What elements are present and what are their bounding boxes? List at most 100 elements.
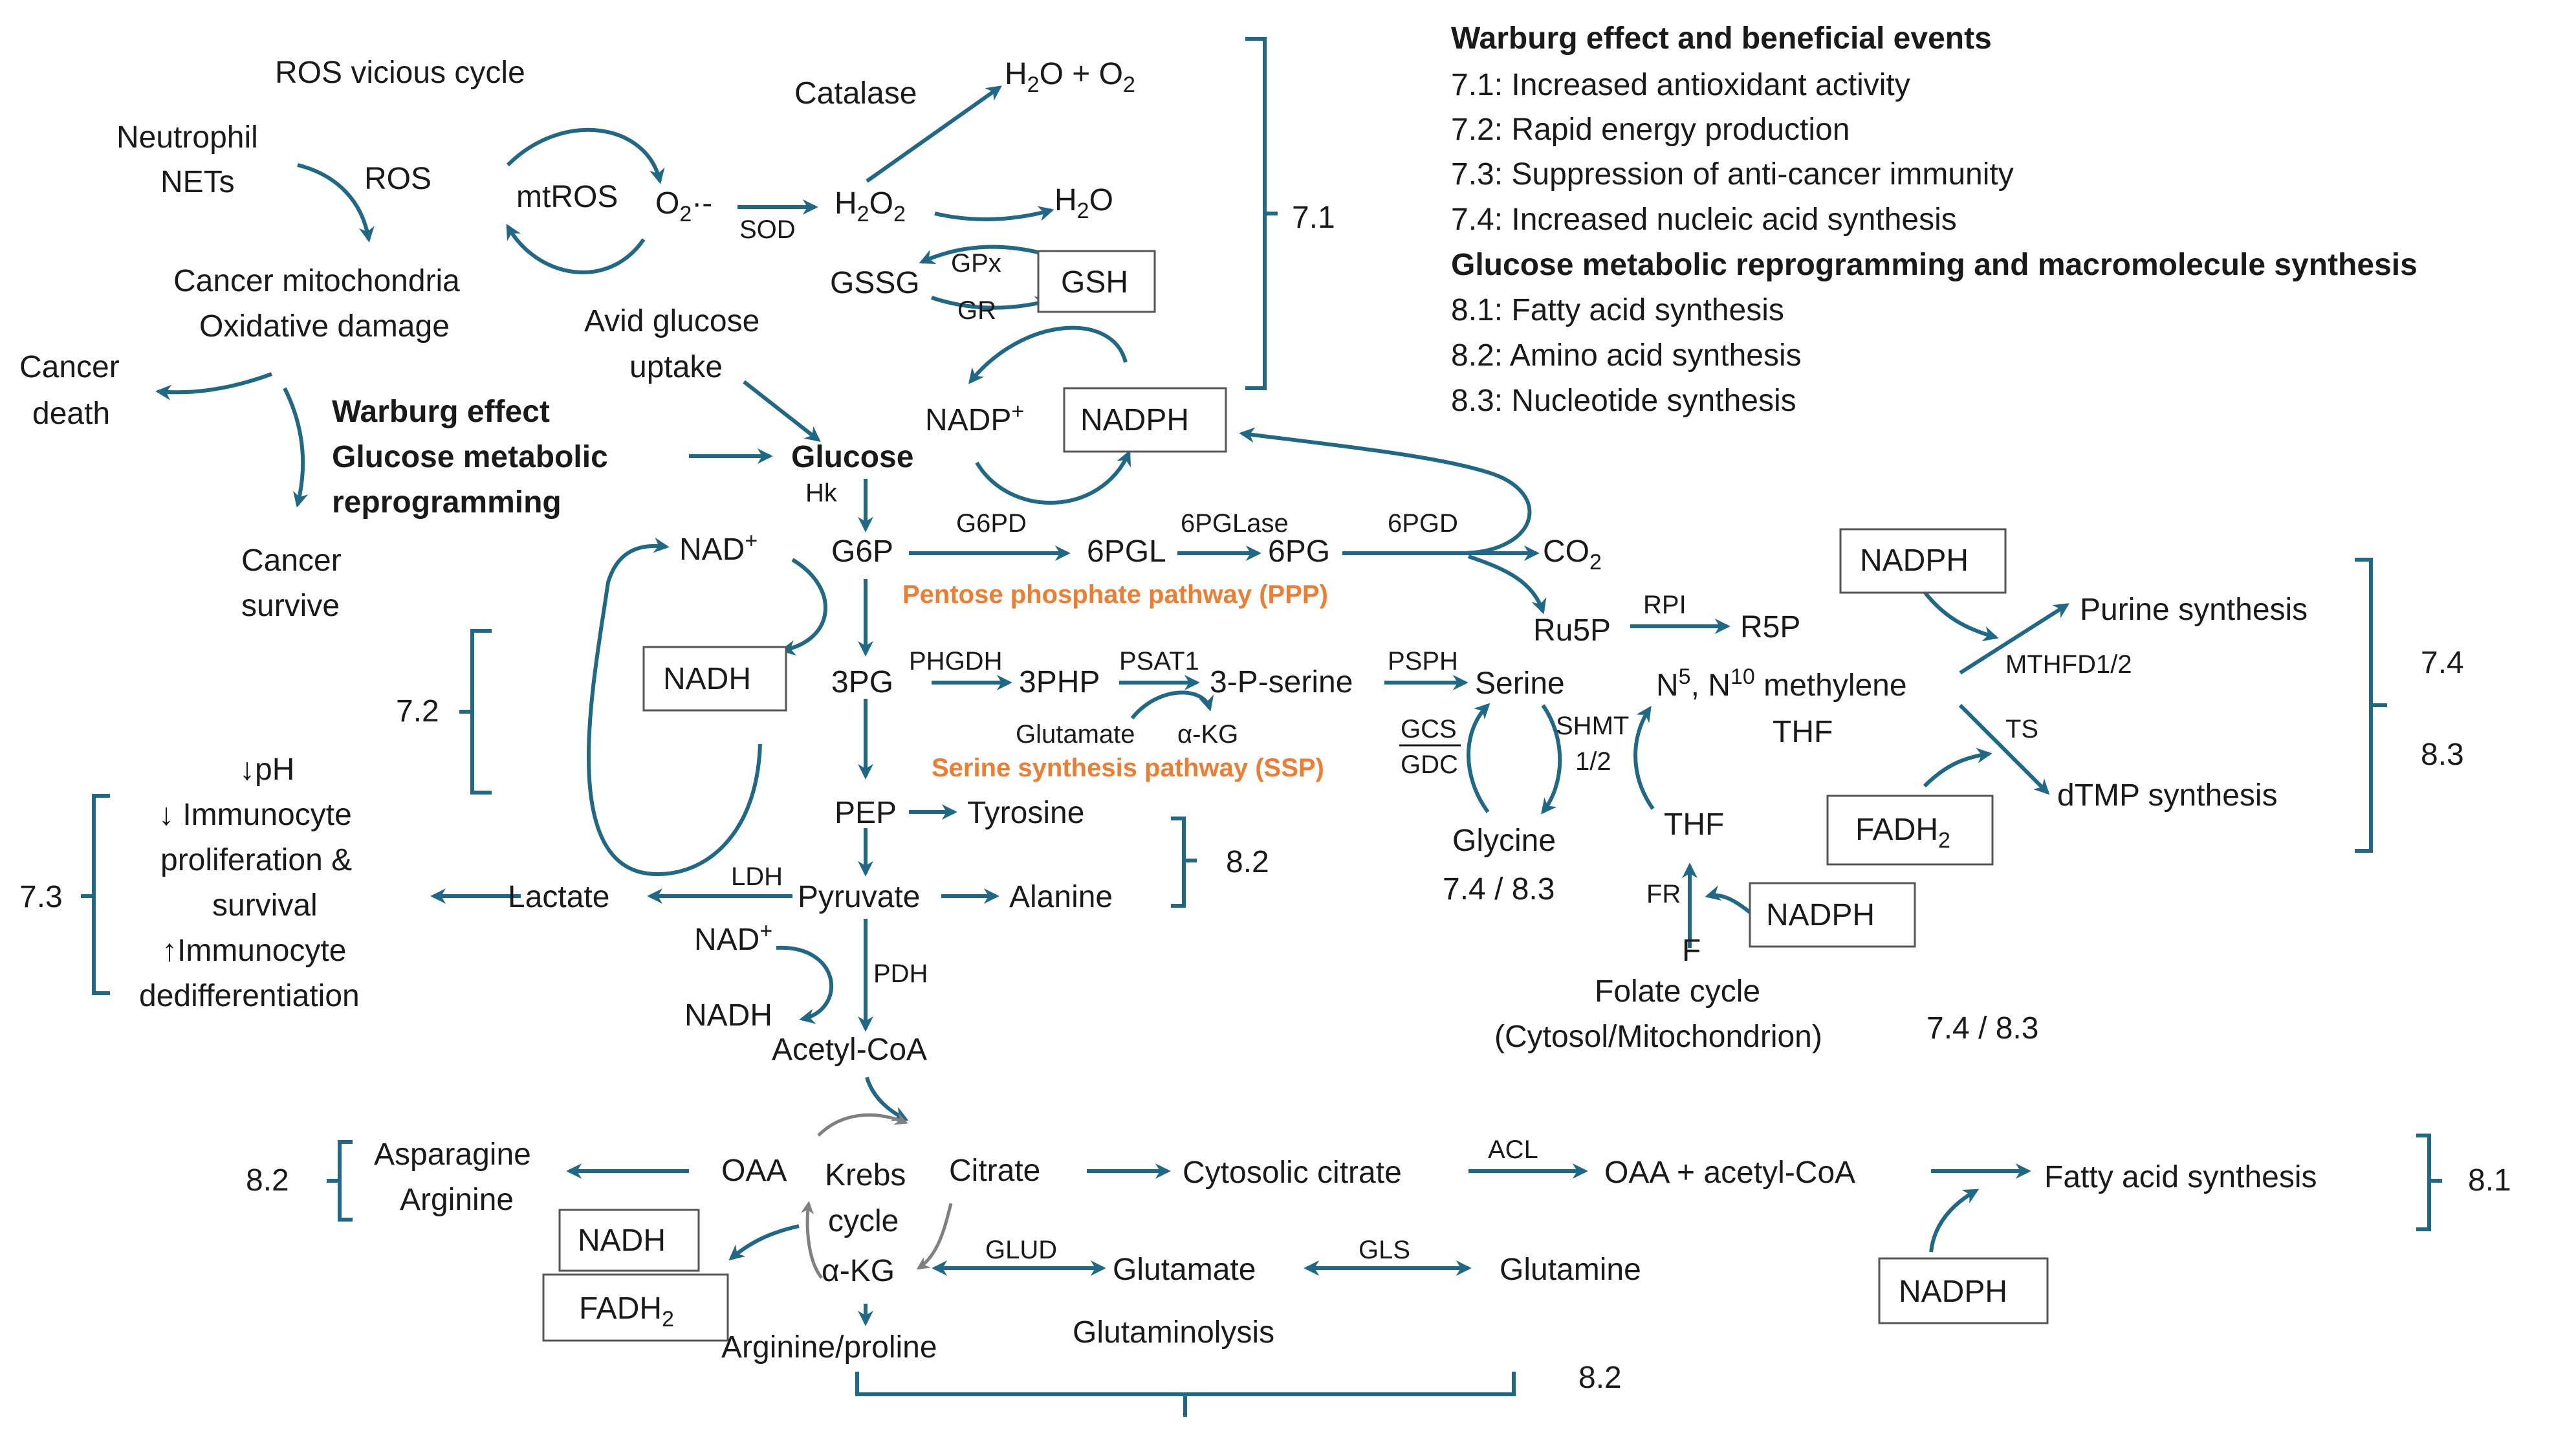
immunity-section: ↓pH ↓ Immunocyte proliferation & surviva… (19, 752, 360, 1013)
label-immuno-4: ↑Immunocyte (162, 934, 346, 968)
label-serine: Serine (1475, 666, 1565, 701)
label-ph: ↓pH (239, 752, 294, 787)
label-immuno-1: ↓ Immunocyte (158, 798, 352, 832)
label-immuno-5: dedifferentiation (139, 979, 360, 1013)
label-ru5p: Ru5P (1533, 613, 1611, 648)
boxes (542, 250, 2049, 1342)
label-co2: CO2 (1543, 534, 1602, 575)
label-gsh: GSH (1061, 265, 1128, 300)
arrow-h2o2-to-h2o (934, 206, 1054, 222)
label-glud: GLUD (985, 1236, 1057, 1264)
label-ros: ROS (364, 162, 431, 196)
label-ref-glycine: 7.4 / 8.3 (1443, 872, 1555, 906)
label-arginine: Arginine (400, 1183, 514, 1217)
label-phgdh: PHGDH (909, 647, 1002, 675)
label-dtmp: dTMP synthesis (2057, 778, 2278, 813)
label-krebs-2: cycle (828, 1204, 899, 1238)
legend-item-82: 8.2: Amino acid synthesis (1451, 338, 1802, 373)
arrow-6pg-to-ru5p (1468, 554, 1547, 615)
label-3p-serine: 3-P-serine (1210, 665, 1353, 699)
label-glucose: Glucose (791, 440, 913, 474)
nadh-box-glycolysis (642, 646, 787, 712)
arrow-cycle-bottom (506, 223, 646, 274)
label-fadh2-ts: FADH2 (1855, 813, 1950, 853)
label-nets: NETs (160, 165, 235, 199)
label-g6p: G6P (831, 534, 893, 569)
nadh-box-krebs (558, 1209, 700, 1272)
label-mthfd: MTHFD1/2 (2005, 650, 2132, 679)
label-uptake-1: Avid glucose (584, 304, 759, 338)
arrow-krebs-top (817, 1112, 908, 1137)
label-mito-1: Cancer mitochondria (173, 264, 460, 298)
label-nadph-fr: NADPH (1766, 898, 1875, 932)
label-catalase: Catalase (794, 76, 917, 111)
arrow-pdh-nadh (776, 945, 834, 1024)
label-krebs-1: Krebs (825, 1158, 906, 1192)
label-superoxide: O2·- (655, 186, 712, 226)
arrow-glutamate-to-akg (1130, 690, 1214, 719)
label-glutamine: Glutamine (1500, 1253, 1641, 1287)
label-survive-1: Cancer (241, 543, 342, 578)
label-warburg-1: Warburg effect (332, 395, 550, 429)
label-ref-73: 7.3 (19, 880, 63, 914)
arrow-krebs-right (916, 1203, 953, 1270)
label-pdh: PDH (873, 960, 928, 988)
legend-item-74: 7.4: Increased nucleic acid synthesis (1451, 203, 1957, 237)
bracket-82b (327, 1140, 353, 1222)
label-immuno-2: proliferation & (160, 843, 352, 877)
label-oaa-acetyl: OAA + acetyl-CoA (1604, 1156, 1855, 1190)
label-gdc: GDC (1401, 751, 1458, 779)
label-gls: GLS (1359, 1236, 1410, 1264)
label-ppp: Pentose phosphate pathway (PPP) (902, 580, 1328, 609)
label-psat1: PSAT1 (1119, 647, 1199, 675)
label-neutrophil: Neutrophil (116, 120, 258, 155)
label-nadph-fatty: NADPH (1899, 1275, 2007, 1309)
arrow-uptake-to-glucose (743, 380, 821, 442)
ros-section: ROS vicious cycle Neutrophil NETs ROS mt… (116, 56, 1335, 437)
arrow-nadph-fatty (1929, 1189, 1980, 1253)
bracket-81 (2416, 1134, 2442, 1231)
label-death-1: Cancer (19, 350, 120, 384)
label-nadh-pdh: NADH (684, 998, 772, 1033)
label-warburg-2: Glucose metabolic (332, 440, 608, 474)
label-3pg: 3PG (831, 665, 893, 699)
arrow-gr (931, 296, 1051, 312)
arrow-akg-nadh-fadh (728, 1224, 800, 1261)
label-gpx: GPx (951, 249, 1001, 278)
label-ref-82a: 8.2 (1226, 845, 1269, 879)
label-methylene-thf-2: THF (1773, 715, 1833, 749)
arrow-to-death (155, 372, 273, 400)
label-fadh2-krebs: FADH2 (579, 1291, 674, 1332)
nadph-box-fatty (1878, 1257, 2049, 1324)
nadph-box-fr (1749, 882, 1916, 948)
ssp-section: PHGDH 3PHP PSAT1 3-P-serine PSPH Serine … (909, 647, 1629, 906)
label-ros-vicious-cycle: ROS vicious cycle (275, 56, 525, 90)
label-alanine: Alanine (1009, 880, 1113, 914)
label-tyrosine: Tyrosine (967, 796, 1084, 830)
glycolysis-section: Glucose Hk G6P NAD+ NADH 7.2 3PG PEP Tyr… (396, 440, 1269, 1067)
arrow-nadph-fr (1705, 885, 1751, 914)
label-nadh-glycolysis: NADH (663, 662, 751, 696)
arrow-fadh2-ts (1923, 747, 1992, 788)
legend-heading-2: Glucose metabolic reprogramming and macr… (1451, 248, 2418, 282)
label-glutamate-krebs: Glutamate (1113, 1253, 1256, 1287)
label-immuno-3: survival (212, 888, 318, 923)
arrow-nadh-recycle (587, 537, 762, 876)
label-citrate: Citrate (949, 1154, 1040, 1188)
label-folate-cycle-2: (Cytosol/Mitochondrion) (1494, 1020, 1822, 1054)
arrow-to-dtmp (1958, 703, 2050, 795)
label-pyruvate: Pyruvate (798, 880, 920, 914)
gsh-box (1037, 250, 1156, 313)
arrow-to-purine (1959, 603, 2070, 675)
brackets (81, 37, 2442, 1417)
legend-item-83: 8.3: Nucleotide synthesis (1451, 384, 1796, 418)
arrow-nad-to-nadh (780, 558, 827, 656)
label-6pg: 6PG (1268, 534, 1330, 569)
label-oaa: OAA (721, 1154, 787, 1188)
arrow-nadp-regen (975, 450, 1131, 505)
fadh2-box-ts (1826, 795, 1994, 866)
bracket-71 (1245, 37, 1278, 390)
label-nadp-plus: NADP+ (925, 399, 1024, 437)
